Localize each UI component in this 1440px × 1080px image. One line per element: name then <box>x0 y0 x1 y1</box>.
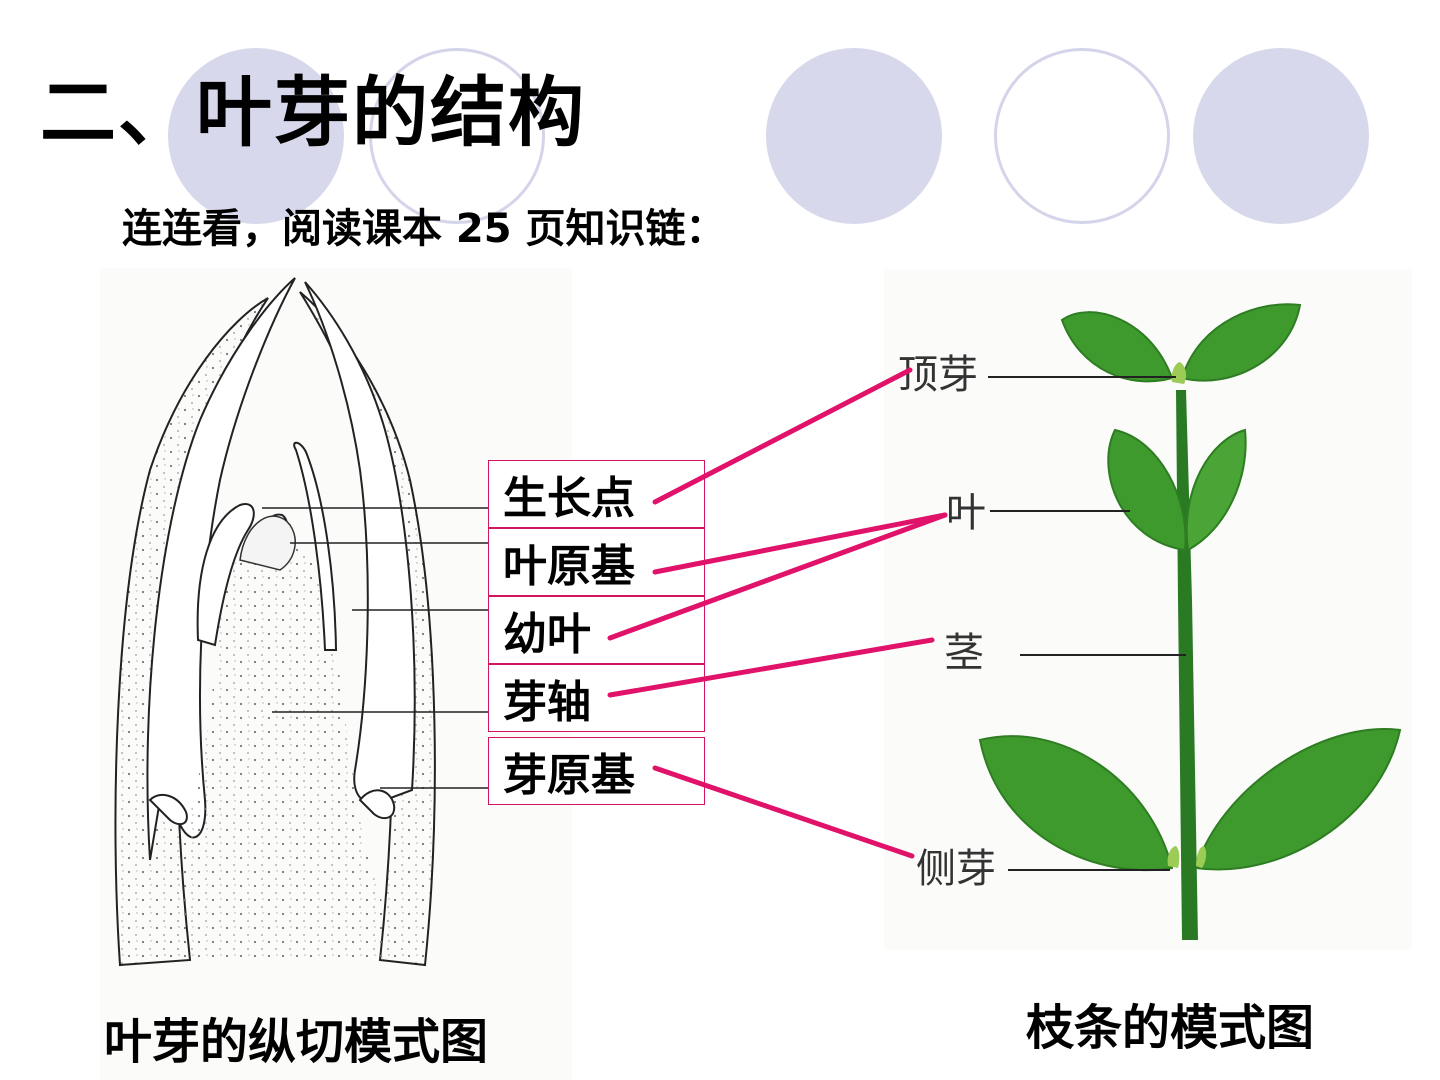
match-line-young-leaf-leaf <box>607 512 948 641</box>
leaf <box>1194 728 1402 871</box>
instruction-text: 连连看，阅读课本 25 页知识链： <box>122 206 726 252</box>
bud-primordium <box>148 793 188 826</box>
term-box-leaf-primordium[interactable]: 叶原基 <box>488 528 705 596</box>
leaf-primordium-outline <box>196 503 255 647</box>
label-terminal-bud: 顶芽 <box>898 352 978 398</box>
term-box-bud-primordium[interactable]: 芽原基 <box>488 737 705 805</box>
match-line-bud-axis-stem <box>607 637 935 698</box>
terminal-bud <box>1171 362 1187 384</box>
leaf <box>1060 311 1174 383</box>
term-box-bud-axis[interactable]: 芽轴 <box>488 664 705 732</box>
leaf <box>978 735 1174 872</box>
young-leaf-outline <box>304 281 416 805</box>
match-line-bud-primordium-lateral-bud <box>652 765 915 859</box>
label-lateral-bud: 侧芽 <box>916 846 996 892</box>
label-stem: 茎 <box>944 630 984 676</box>
decor-circle-filled <box>766 48 942 224</box>
bud-primordium <box>358 789 396 820</box>
label-leaf: 叶 <box>946 490 986 536</box>
match-line-leaf-primordium-leaf <box>652 512 948 575</box>
caption-shoot-figure: 枝条的模式图 <box>1026 1000 1315 1056</box>
decor-circle-filled <box>168 48 344 224</box>
match-line-growing-point-terminal-bud <box>652 367 913 505</box>
caption-bud-figure: 叶芽的纵切模式图 <box>104 1014 489 1070</box>
lateral-bud <box>1196 846 1207 868</box>
decor-circle-ring <box>369 48 545 224</box>
slide-title: 二、叶芽的结构 <box>40 68 586 157</box>
decor-circle-filled <box>1193 48 1369 224</box>
leaf-primordium-outline <box>293 441 338 651</box>
growing-point <box>239 515 296 571</box>
decor-circle-ring <box>994 48 1170 224</box>
lateral-bud <box>1167 846 1180 868</box>
term-box-young-leaf[interactable]: 幼叶 <box>488 596 705 664</box>
leaf <box>1107 428 1187 552</box>
leaf <box>1185 428 1247 552</box>
leaf <box>1180 303 1302 382</box>
bud-axis-tissue <box>160 536 410 962</box>
